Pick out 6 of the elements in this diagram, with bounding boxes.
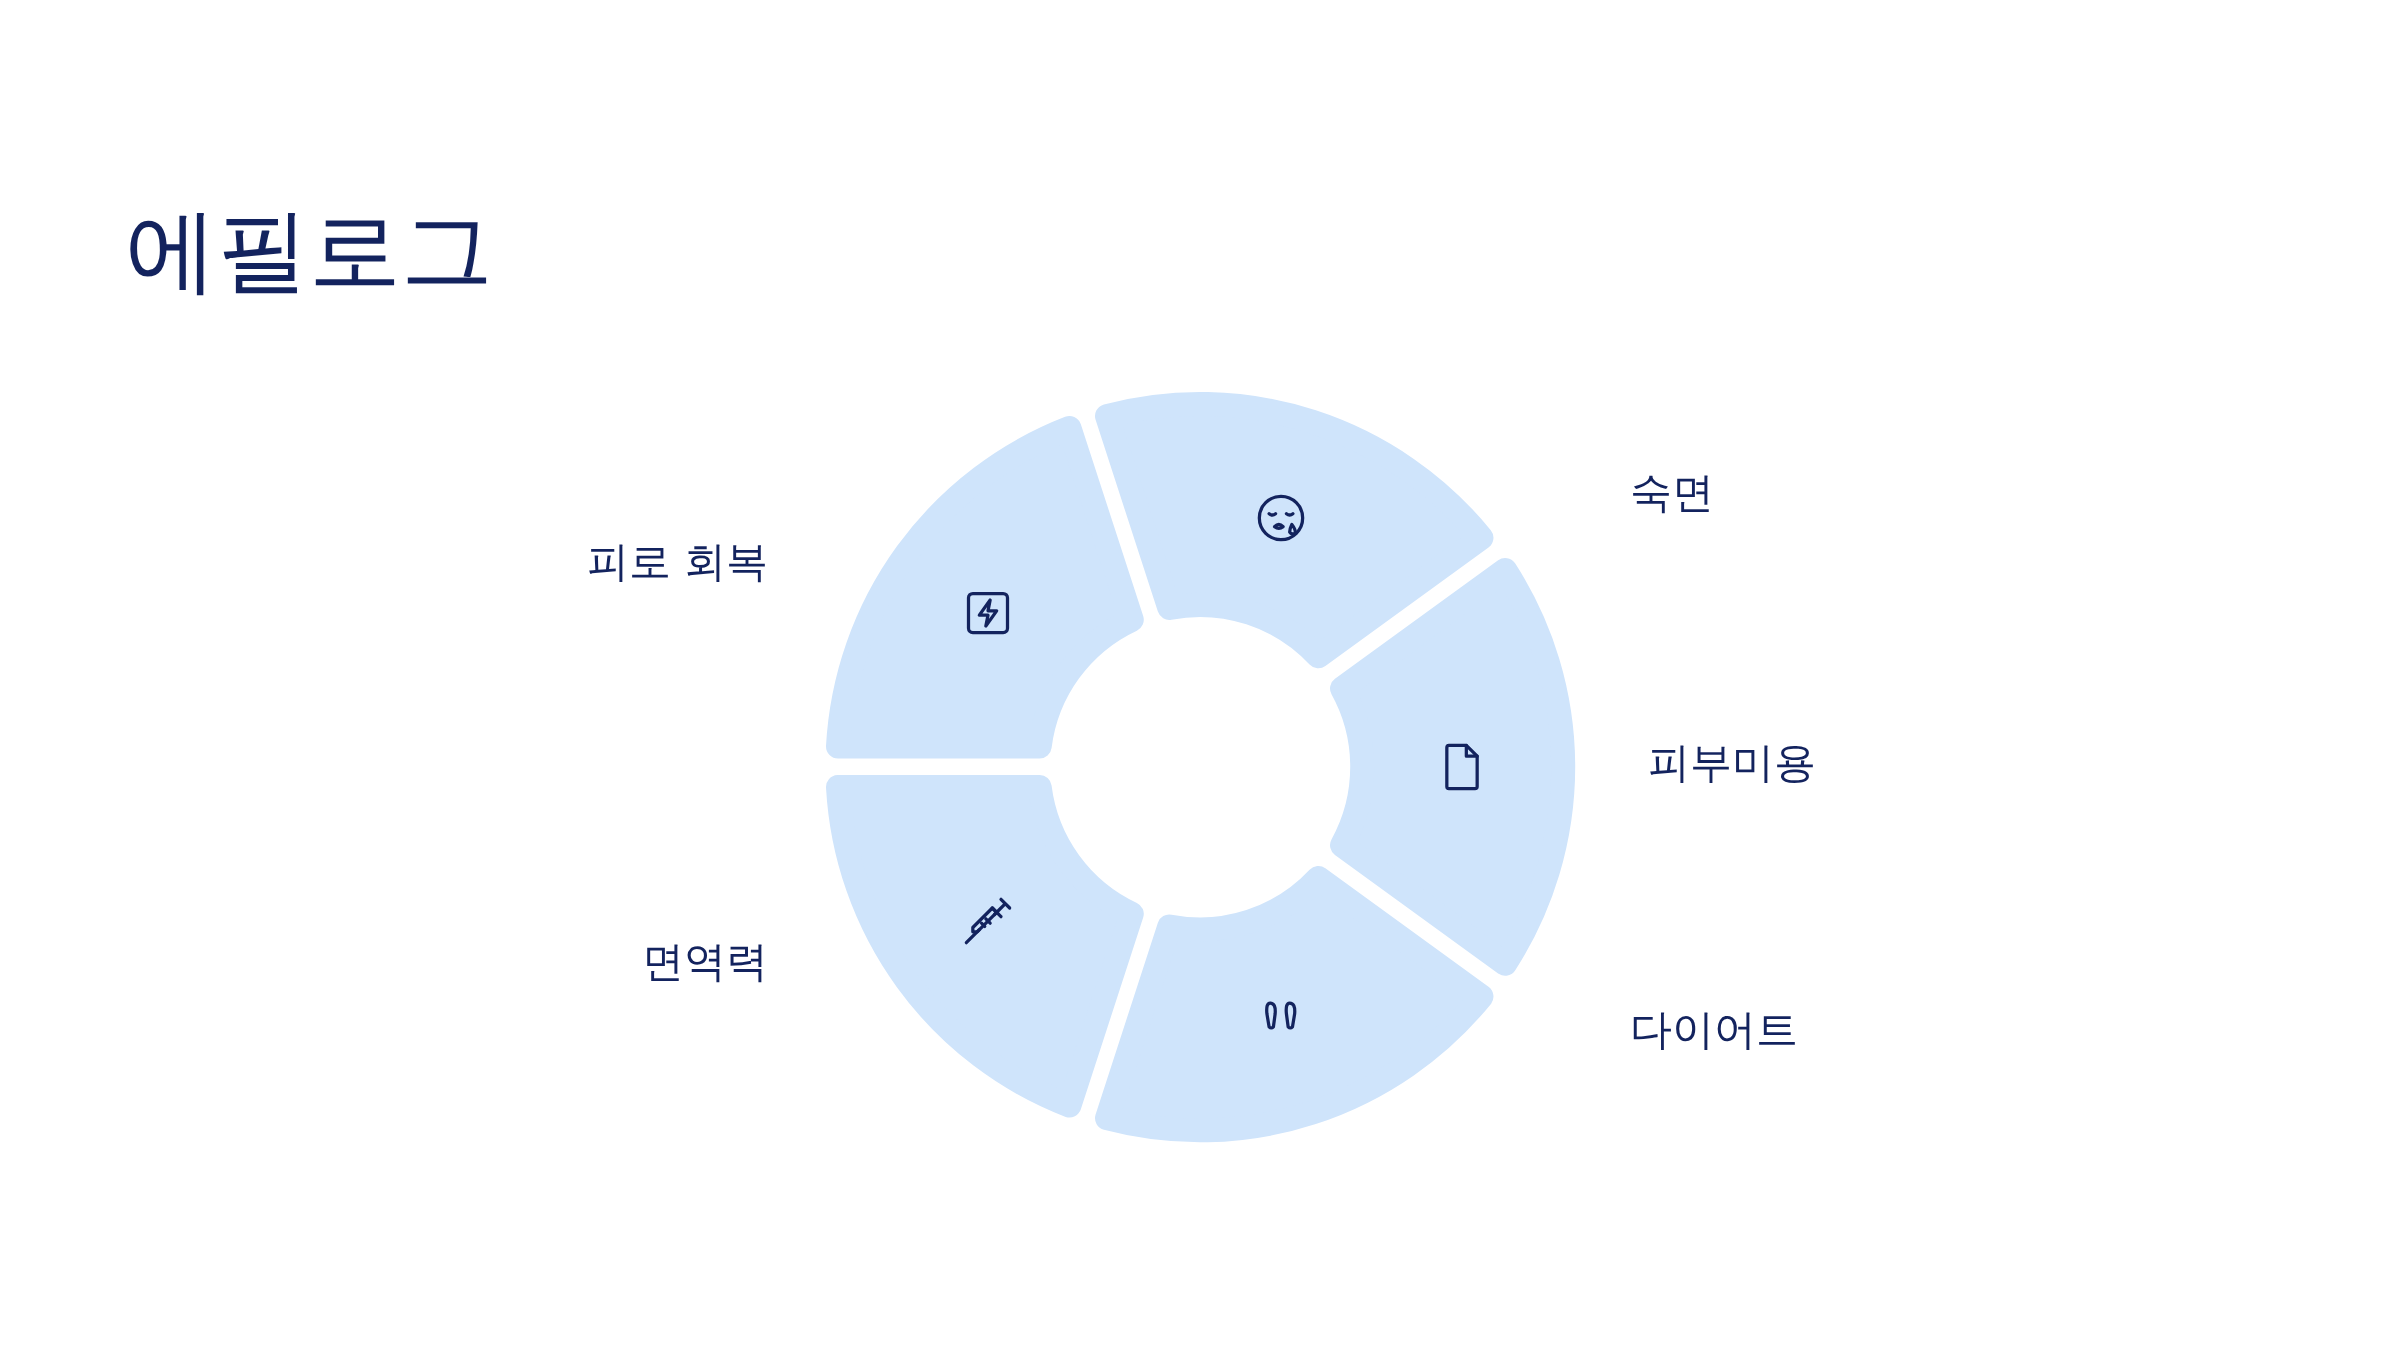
segment-label: 면역력: [642, 937, 768, 988]
segment-label: 피부미용: [1648, 738, 1816, 789]
segment-label: 피로 회복: [586, 537, 768, 588]
title: 에필로그: [125, 200, 493, 302]
segment-label: 숙면: [1630, 468, 1714, 519]
segment-label: 다이어트: [1630, 1005, 1798, 1056]
